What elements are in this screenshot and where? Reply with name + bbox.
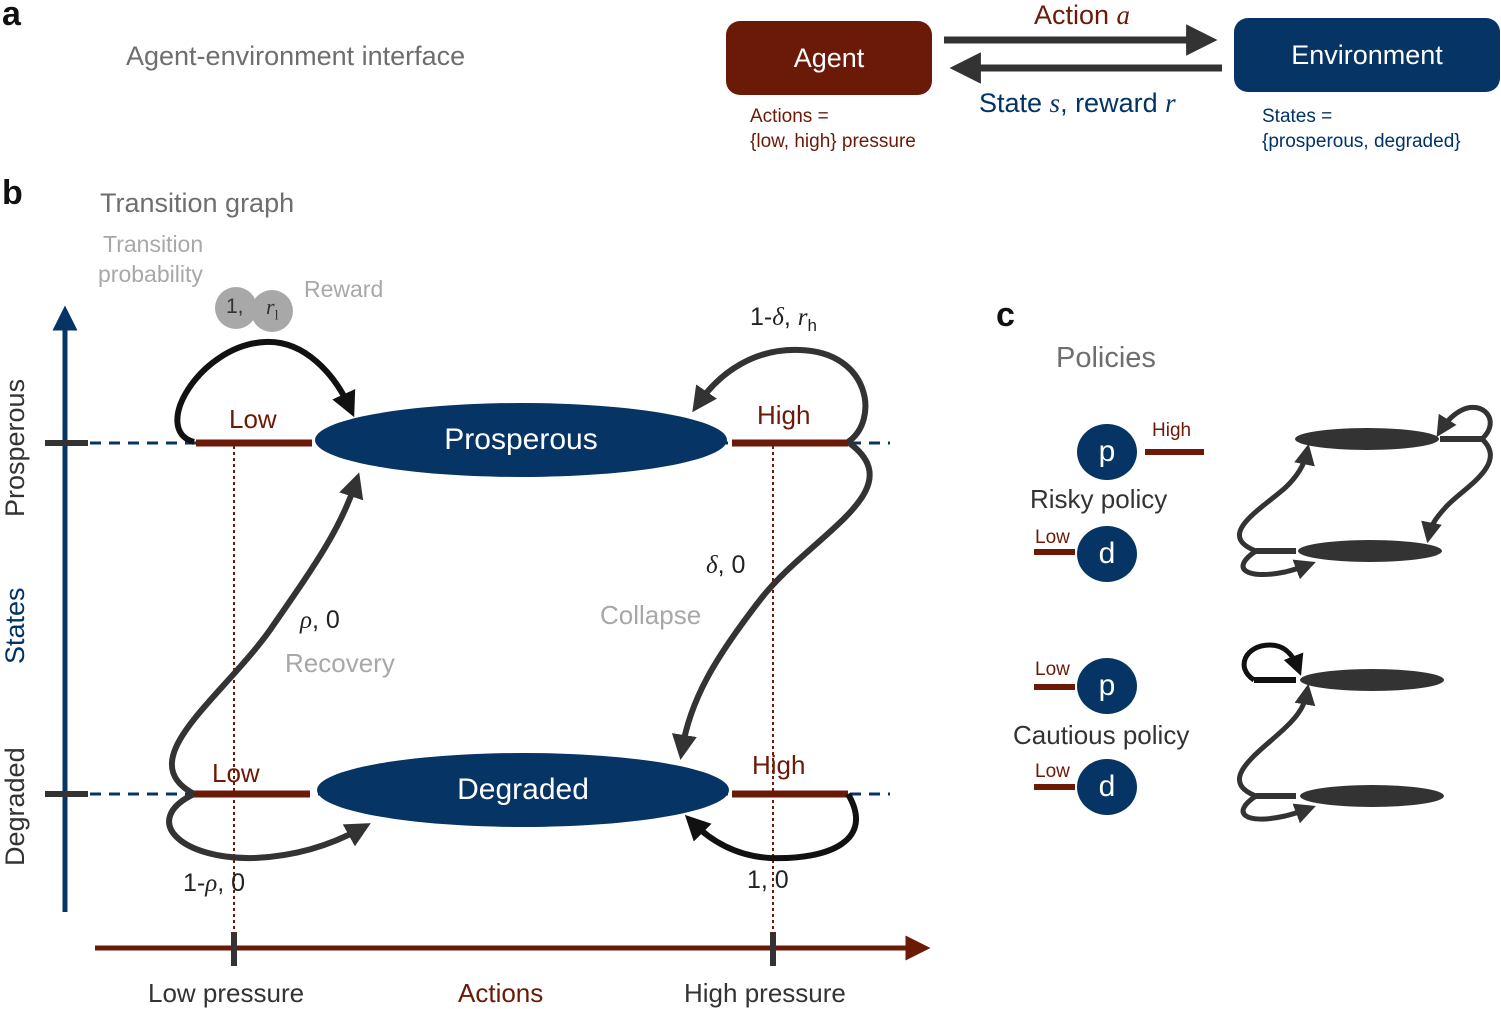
state-var: s bbox=[1049, 88, 1061, 118]
x-axis-low-pressure: Low pressure bbox=[148, 978, 305, 1008]
cautious-p-node: p bbox=[1077, 658, 1137, 714]
risky-d-action: Low bbox=[1035, 527, 1070, 548]
recovery-name-label: Recovery bbox=[285, 648, 395, 678]
cautious-p-action: Low bbox=[1035, 659, 1070, 680]
degraded-state bbox=[317, 753, 729, 827]
x-axis-high-pressure: High pressure bbox=[684, 978, 846, 1008]
risky-d-node: d bbox=[1077, 526, 1137, 582]
policies-title: Policies bbox=[1056, 342, 1156, 374]
risky-p-action: High bbox=[1152, 420, 1192, 441]
y-axis-degraded: Degraded bbox=[0, 747, 30, 866]
y-axis-states: States bbox=[0, 587, 30, 664]
legend-prob-line1: Transition bbox=[103, 231, 204, 257]
high-prosperous-self-loop bbox=[692, 346, 869, 445]
cautious-degraded-state bbox=[1300, 785, 1444, 807]
action-label: Action a bbox=[1034, 2, 1130, 29]
reward-mid: , reward bbox=[1060, 88, 1166, 118]
environment-label: Environment bbox=[1291, 39, 1443, 70]
high-prosperous-stay-label: 1-δ, rh bbox=[750, 303, 817, 335]
risky-collapse-arrow bbox=[1421, 437, 1493, 544]
low-label-prosperous: Low bbox=[229, 404, 277, 434]
cautious-d-action: Low bbox=[1035, 761, 1070, 782]
reward-var: r bbox=[1165, 88, 1176, 118]
low-label-degraded: Low bbox=[212, 758, 260, 788]
state-prefix: State bbox=[979, 88, 1050, 118]
legend-circle-r: rl bbox=[266, 294, 279, 324]
transition-graph-title: Transition graph bbox=[100, 188, 295, 218]
risky-recovery-arrow bbox=[1237, 443, 1315, 554]
actions-definition-2: {low, high} pressure bbox=[750, 131, 916, 152]
prosperous-label-box: Prosperous bbox=[315, 420, 727, 460]
x-axis-actions: Actions bbox=[458, 978, 544, 1008]
panel-c-label: c bbox=[996, 296, 1015, 334]
risky-policy-name: Risky policy bbox=[1030, 484, 1168, 514]
agent-box: Agent bbox=[726, 21, 932, 95]
y-axis-prosperous: Prosperous bbox=[0, 378, 30, 517]
panel-a-label: a bbox=[2, 0, 21, 33]
prosperous-label: Prosperous bbox=[444, 423, 598, 456]
high-degraded-stay-label: 1, 0 bbox=[747, 866, 789, 894]
cautious-policy-name: Cautious policy bbox=[1013, 720, 1190, 750]
state-reward-label: State s, reward r bbox=[979, 90, 1176, 117]
recovery-transition bbox=[168, 472, 364, 797]
panel-b-label: b bbox=[2, 174, 23, 212]
states-definition-2: {prosperous, degraded} bbox=[1262, 131, 1461, 152]
high-label-prosperous: High bbox=[757, 400, 811, 430]
agent-label: Agent bbox=[793, 42, 865, 73]
states-definition-1: States = bbox=[1262, 106, 1333, 127]
risky-degraded-self-loop bbox=[1240, 548, 1316, 580]
legend-prob-circle bbox=[215, 287, 257, 329]
cautious-prosperous-state bbox=[1300, 669, 1444, 691]
cautious-d-node: d bbox=[1077, 759, 1137, 815]
risky-p-node: p bbox=[1077, 424, 1137, 480]
collapse-name-label: Collapse bbox=[600, 600, 702, 630]
collapse-prob-label: δ, 0 bbox=[706, 551, 746, 579]
interface-title: Agent-environment interface bbox=[126, 41, 466, 71]
risky-prosperous-self-loop bbox=[1436, 404, 1493, 441]
cautious-recovery-arrow bbox=[1237, 683, 1316, 799]
high-degraded-self-loop bbox=[684, 792, 859, 862]
legend-prob-line2: probability bbox=[98, 261, 203, 287]
legend-reward: Reward bbox=[304, 276, 384, 302]
prosperous-state bbox=[315, 403, 727, 477]
degraded-label: Degraded bbox=[457, 773, 589, 806]
cautious-prosperous-self-loop bbox=[1241, 642, 1304, 683]
risky-degraded-state bbox=[1298, 540, 1442, 562]
degraded-label-box: Degraded bbox=[317, 770, 729, 810]
actions-definition-1: Actions = bbox=[750, 106, 829, 127]
risky-prosperous-state bbox=[1295, 428, 1439, 450]
action-prefix: Action bbox=[1034, 0, 1117, 30]
low-degraded-stay-label: 1-ρ, 0 bbox=[183, 869, 246, 897]
high-label-degraded: High bbox=[752, 750, 806, 780]
legend-circle-one: 1, bbox=[226, 295, 244, 318]
legend-reward-circle bbox=[251, 290, 293, 332]
cautious-degraded-self-loop bbox=[1240, 793, 1316, 824]
environment-box: Environment bbox=[1234, 18, 1500, 92]
low-degraded-self-loop bbox=[166, 791, 371, 862]
recovery-prob-label: ρ, 0 bbox=[300, 606, 340, 634]
action-var: a bbox=[1116, 0, 1131, 30]
low-prosperous-self-loop bbox=[174, 338, 356, 445]
collapse-transition bbox=[671, 439, 873, 760]
